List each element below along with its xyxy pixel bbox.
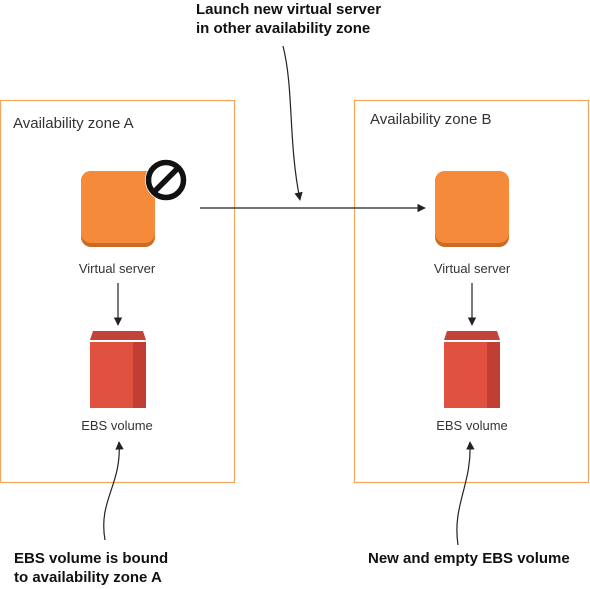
- prohibited-icon: [145, 159, 187, 201]
- zone-b-box: [353, 99, 590, 484]
- bottom-right-callout-pointer: [456, 441, 475, 546]
- virtual-server-icon: [435, 171, 509, 247]
- top-callout-line2: in other availability zone: [196, 20, 370, 37]
- ebs-volume-icon: [444, 331, 500, 408]
- bottom-right-callout: New and empty EBS volume: [368, 550, 570, 567]
- virtual-server-icon: [81, 171, 155, 247]
- bottom-left-callout-line2: to availability zone A: [14, 569, 162, 586]
- zone-a-volume-label: EBS volume: [81, 418, 153, 433]
- zone-a-server-label: Virtual server: [79, 261, 156, 276]
- zone-a-box: [0, 99, 236, 484]
- zone-a-title: Availability zone A: [13, 115, 134, 132]
- top-callout-pointer: [282, 45, 303, 201]
- bottom-left-callout-line1: EBS volume is bound: [14, 550, 168, 567]
- zone-b-title: Availability zone B: [370, 111, 491, 128]
- ebs-volume-icon: [90, 331, 146, 408]
- zone-b-server-label: Virtual server: [434, 261, 511, 276]
- bottom-left-callout-pointer: [103, 441, 124, 541]
- top-callout-line1: Launch new virtual server: [196, 1, 381, 18]
- zone-b-volume-label: EBS volume: [436, 418, 508, 433]
